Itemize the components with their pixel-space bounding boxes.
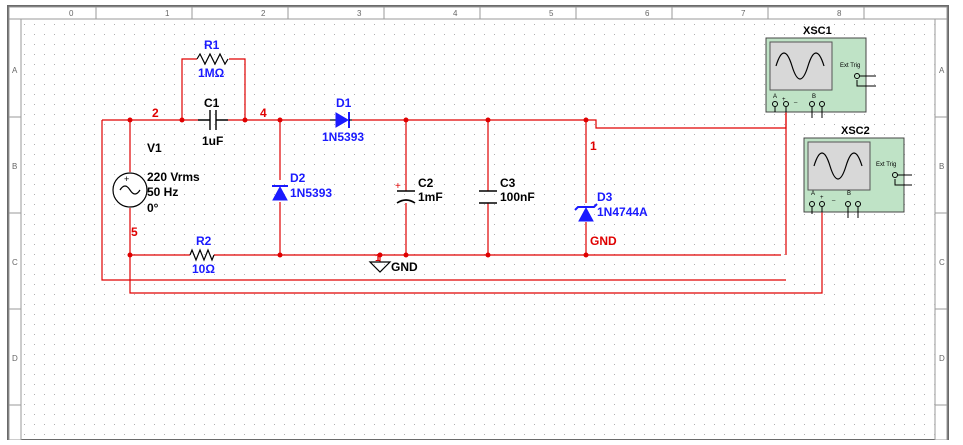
xsc2-ext-trig: Ext Trig (876, 162, 896, 168)
ruler-row-label: A (12, 66, 18, 75)
zener-diode-d3[interactable]: D3 1N4744A (574, 190, 648, 222)
ruler-row-label: D (12, 354, 18, 363)
ruler-column-labels: 0 1 2 3 4 5 6 7 8 (69, 9, 842, 18)
xsc1-channel-a: A (773, 94, 777, 100)
d1-value: 1N5393 (322, 130, 364, 144)
r1-value: 1MΩ (198, 66, 225, 80)
resistor-r2[interactable]: R2 10Ω (189, 234, 215, 276)
svg-text:_: _ (831, 195, 836, 201)
oscilloscope-xsc2[interactable]: XSC2 Ext Trig A B + _ (803, 125, 912, 218)
r1-ref: R1 (204, 38, 220, 52)
junctions (127, 117, 589, 258)
ruler-row-label: C (939, 258, 945, 267)
xsc1-input-a-plus[interactable] (772, 101, 778, 107)
xsc1-screen (769, 41, 833, 91)
ruler-column-label: 8 (837, 9, 842, 18)
net-label-5: 5 (131, 225, 138, 239)
net-label-4: 4 (260, 106, 267, 120)
ruler-column-label: 5 (549, 9, 554, 18)
diode-d2[interactable]: D2 1N5393 (272, 171, 332, 201)
c3-ref: C3 (500, 176, 516, 190)
svg-text:+: + (124, 174, 129, 184)
v1-phase: 0° (147, 201, 159, 215)
ruler-row-label: B (939, 162, 944, 171)
xsc1-input-b-minus[interactable] (819, 101, 825, 107)
capacitor-c3[interactable]: C3 100nF (479, 176, 535, 204)
xsc2-screen (807, 141, 871, 191)
ruler-column-label: 7 (741, 9, 746, 18)
xsc2-input-b-plus[interactable] (845, 201, 851, 207)
ruler-column-label: 3 (357, 9, 362, 18)
ruler-column-label: 4 (453, 9, 458, 18)
r2-ref: R2 (196, 234, 212, 248)
wires (101, 58, 823, 294)
sine-wave-icon (813, 152, 863, 180)
xsc1-input-a-minus[interactable] (783, 101, 789, 107)
net-label-2: 2 (152, 106, 159, 120)
ruler-row-labels: A A B B C C D D (12, 66, 945, 363)
resistor-r1[interactable]: R1 1MΩ (196, 38, 229, 80)
xsc2-channel-a: A (811, 191, 815, 197)
c1-value: 1uF (202, 134, 223, 148)
svg-text:_: _ (793, 97, 798, 103)
d2-ref: D2 (290, 171, 306, 185)
xsc1-channel-b: B (812, 94, 816, 100)
ruler-column-label: 0 (69, 9, 74, 18)
v1-ref: V1 (147, 141, 162, 155)
ruler-row-label: B (12, 162, 17, 171)
xsc2-input-a-plus[interactable] (809, 201, 815, 207)
net-label-gnd: GND (590, 234, 617, 248)
xsc1-ref: XSC1 (803, 25, 832, 37)
c3-value: 100nF (500, 190, 535, 204)
ruler-column-label: 1 (165, 9, 170, 18)
d1-ref: D1 (336, 96, 352, 110)
oscilloscope-xsc1[interactable]: XSC1 Ext Trig A B + _ (765, 25, 876, 118)
capacitor-c1[interactable]: C1 1uF (198, 96, 228, 148)
svg-text:+: + (782, 97, 786, 103)
ac-source-v1[interactable]: + V1 220 Vrms 50 Hz 0° (112, 141, 200, 215)
capacitor-c2[interactable]: + C2 1mF (395, 176, 443, 204)
net-label-1: 1 (590, 139, 597, 153)
xsc1-input-b-plus[interactable] (809, 101, 815, 107)
svg-text:+: + (395, 181, 401, 192)
ruler-row-label: A (939, 66, 945, 75)
xsc2-input-a-minus[interactable] (819, 201, 825, 207)
ground-label: GND (391, 260, 418, 274)
ground-symbol[interactable]: GND 1 (368, 253, 418, 274)
ruler-row-label: D (939, 354, 945, 363)
d3-ref: D3 (597, 190, 613, 204)
d3-value: 1N4744A (597, 205, 648, 219)
c1-ref: C1 (204, 96, 220, 110)
left-ruler (8, 18, 22, 441)
svg-text:+: + (820, 195, 824, 201)
ground-net-number: 1 (375, 253, 381, 264)
ruler-column-label: 6 (645, 9, 650, 18)
c2-ref: C2 (418, 176, 434, 190)
diode-d1[interactable]: D1 1N5393 (322, 96, 364, 144)
ruler-ticks (9, 7, 947, 406)
ruler-column-label: 2 (261, 9, 266, 18)
r2-value: 10Ω (192, 262, 215, 276)
v1-value: 220 Vrms (147, 170, 200, 184)
top-ruler (8, 6, 948, 20)
ruler-row-label: C (12, 258, 18, 267)
sine-wave-icon (775, 52, 825, 80)
xsc2-input-b-minus[interactable] (855, 201, 861, 207)
v1-frequency: 50 Hz (147, 185, 178, 199)
d2-value: 1N5393 (290, 186, 332, 200)
xsc2-ref: XSC2 (841, 125, 870, 137)
c2-value: 1mF (418, 190, 443, 204)
right-ruler (934, 18, 948, 441)
xsc2-channel-b: B (847, 191, 851, 197)
xsc1-ext-trig: Ext Trig (840, 63, 860, 69)
